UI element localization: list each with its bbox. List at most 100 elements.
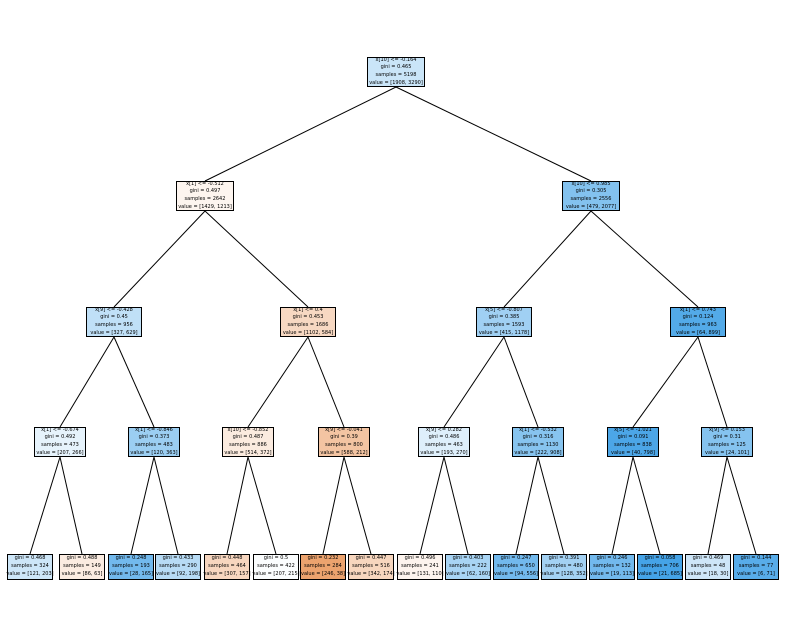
node-value: value = [120, 363] [130,449,178,456]
node-samples: samples = 193 [112,563,150,570]
node-gini: gini = 0.385 [488,314,520,321]
node-samples: samples = 886 [229,442,267,448]
node-split-condition: x[10] <= 0.985 [571,180,611,187]
node-samples: samples = 483 [135,442,173,448]
node-samples: samples = 125 [708,442,746,448]
node-samples: samples = 473 [41,442,79,448]
node-split-condition: x[10] <= -0.164 [375,56,417,63]
node-value: value = [19, 113] [590,570,635,577]
node-split-condition: x[1] <= -0.532 [519,426,557,433]
tree-edge [113,210,206,308]
node-samples: samples = 650 [497,563,535,570]
tree-edge [515,456,539,555]
tree-edge [204,86,397,182]
node-gini: gini = 0.487 [232,434,264,441]
tree-edge [59,456,83,555]
node-samples: samples = 222 [449,563,487,570]
tree-edge [322,456,345,555]
node-gini: gini = 0.31 [713,434,741,441]
node-gini: gini = 0.453 [292,314,324,321]
node-value: value = [64, 899] [675,329,720,336]
tree-edge [226,456,249,555]
node-split-condition: x[9] <= 0.153 [709,426,745,433]
node-value: value = [342, 174] [347,570,395,577]
node-gini: gini = 0.246 [596,555,628,562]
node-value: value = [222, 908] [514,449,562,456]
node-gini: gini = 0.496 [404,555,436,562]
node-gini: gini = 0.316 [522,434,554,441]
node-gini: gini = 0.468 [14,555,46,562]
node-value: value = [246, 38] [301,570,346,577]
node-samples: samples = 956 [95,322,133,328]
node-split-condition: x[1] <= 0.743 [680,306,716,313]
node-samples: samples = 149 [63,563,101,570]
node-gini: gini = 0.373 [138,434,170,441]
node-value: value = [94, 556] [494,570,539,577]
node-split-condition: x[1] <= -0.512 [186,180,224,187]
node-samples: samples = 290 [159,563,197,570]
tree-edge [697,336,728,428]
node-gini: gini = 0.488 [66,555,98,562]
node-split-condition: x[1] <= -0.674 [41,426,79,433]
tree-edge [632,336,699,428]
node-samples: samples = 324 [11,563,49,570]
node-samples: samples = 2556 [570,196,612,202]
node-value: value = [479, 2077] [565,203,617,210]
node-samples: samples = 422 [257,563,295,570]
node-split-condition: x[9] <= 0.282 [426,426,462,433]
node-gini: gini = 0.391 [548,555,580,562]
node-gini: gini = 0.465 [380,64,412,71]
tree-edge [632,456,661,555]
node-samples: samples = 706 [641,563,679,570]
node-gini: gini = 0.5 [263,555,289,562]
node-gini: gini = 0.091 [617,434,649,441]
node-gini: gini = 0.247 [500,555,532,562]
node-samples: samples = 241 [401,563,439,570]
node-value: value = [1908, 3290] [369,79,423,86]
node-samples: samples = 800 [325,442,363,448]
node-gini: gini = 0.124 [682,314,714,321]
node-gini: gini = 0.45 [100,314,128,321]
node-value: value = [193, 270] [420,449,468,456]
node-value: value = [40, 798] [610,449,655,456]
tree-edge [503,336,539,428]
node-value: value = [415, 1178] [478,329,530,336]
node-samples: samples = 963 [679,322,717,328]
node-split-condition: x[1] <= -0.846 [135,426,173,433]
tree-edge [443,336,505,428]
tree-edge [726,456,757,555]
node-value: value = [121, 203] [6,570,54,577]
tree-edge [443,456,469,555]
node-value: value = [18, 30] [687,570,729,577]
node-split-condition: x[5] <= -1.021 [614,426,652,433]
node-samples: samples = 838 [614,442,652,448]
node-gini: gini = 0.497 [189,188,221,195]
node-value: value = [514, 372] [224,449,272,456]
tree-edge [707,456,728,555]
node-samples: samples = 284 [304,563,342,570]
tree-edge [503,210,592,308]
node-value: value = [207, 215] [252,570,300,577]
node-samples: samples = 464 [208,563,246,570]
node-gini: gini = 0.469 [692,555,724,562]
node-gini: gini = 0.144 [740,555,772,562]
